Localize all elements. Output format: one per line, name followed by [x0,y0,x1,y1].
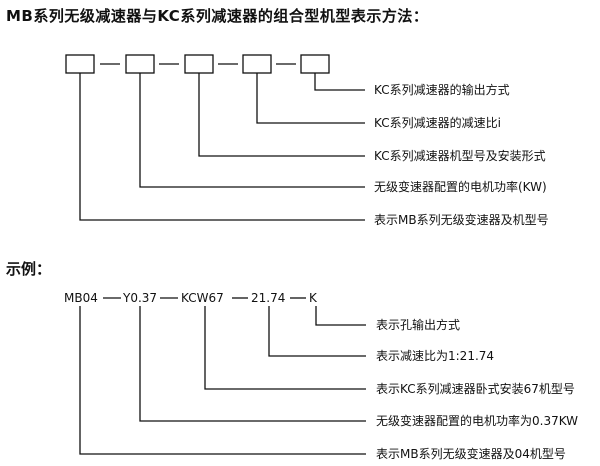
scheme-label-mb-model: 表示MB系列无级变速器及机型号 [374,213,549,227]
ex-leader-ratio [268,306,366,357]
page-title: MB系列无级减速器与KC系列减速器的组合型机型表示方法： [6,7,429,25]
code-box-3 [184,54,214,74]
code-box-2 [125,54,155,74]
example-code-kc-model: KCW67 [181,291,224,305]
example-label-kc-model: 表示KC系列减速器卧式安装67机型号 [376,382,575,396]
scheme-label-output-mode: KC系列减速器的输出方式 [374,83,510,97]
scheme-label-ratio: KC系列减速器的减速比i [374,116,501,130]
leader-output-mode [314,73,365,91]
ex-leader-output [315,306,366,326]
leader-motor-power [139,73,365,188]
example-code-output: K [309,291,317,305]
leader-mb-model [79,73,365,221]
example-code-power: Y0.37 [123,291,158,305]
ex-leader-power [139,306,366,422]
example-heading: 示例： [6,260,52,278]
example-code-mb: MB04 [64,291,98,305]
example-label-output: 表示孔输出方式 [376,318,461,332]
example-label-power: 无级变速器配置的电机功率为0.37KW [376,414,579,428]
leader-ratio [256,73,365,124]
code-box-5 [300,54,330,74]
example-code-ratio: 21.74 [251,291,286,305]
ex-leader-model [204,306,366,390]
scheme-label-motor-power: 无级变速器配置的电机功率(KW) [374,180,547,194]
scheme-label-model-mount: KC系列减速器机型号及安装形式 [374,149,546,163]
code-box-4 [242,54,272,74]
ex-leader-mb [79,306,366,455]
example-label-ratio: 表示减速比为1:21.74 [376,349,495,363]
leader-model-mount [198,73,365,157]
code-box-1 [65,54,95,74]
example-label-mb: 表示MB系列无级变速器及04机型号 [376,447,566,461]
